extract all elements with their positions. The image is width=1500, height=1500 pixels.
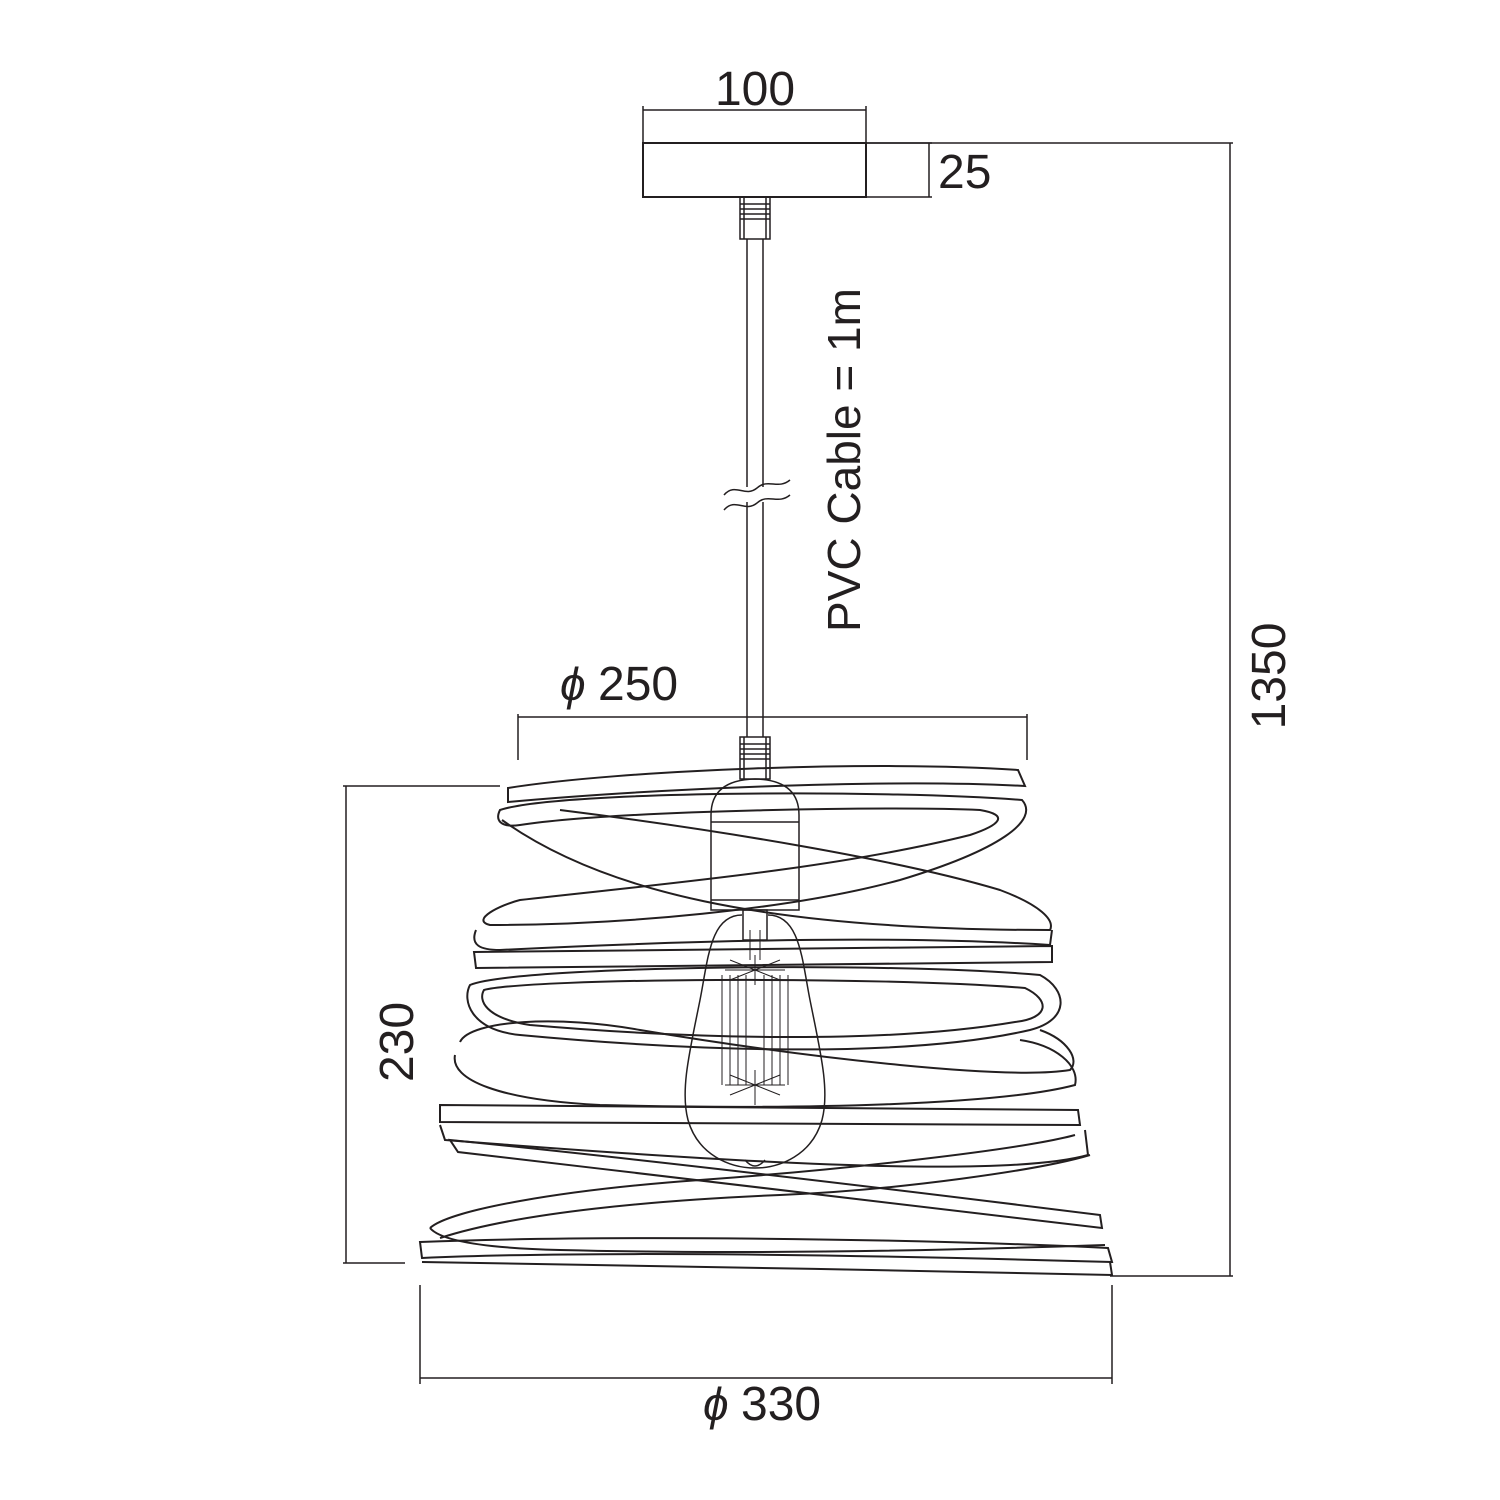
canopy-height-label: 25 (938, 146, 991, 199)
shade-height-dimension (343, 785, 500, 1264)
shade-height-label: 230 (371, 1002, 424, 1082)
bulb-filament (721, 930, 789, 1105)
cable-grip-bottom (739, 736, 771, 780)
bottom-diameter-symbol: ϕ (703, 1378, 729, 1430)
bottom-diameter-dimension (419, 1285, 1113, 1384)
total-height-dimension (866, 142, 1233, 1277)
canopy-width-label: 100 (715, 63, 795, 116)
top-diameter-label: 250 (598, 658, 678, 711)
canopy-height-dimension (866, 142, 932, 198)
bottom-diameter-label: 330 (741, 1378, 821, 1431)
top-diameter-symbol: ϕ (560, 658, 586, 710)
cable-break-symbol (723, 479, 791, 511)
top-diameter-dimension (517, 714, 1028, 760)
cable-grip-top (739, 196, 771, 240)
pvc-cable (746, 239, 764, 737)
ceiling-canopy (642, 142, 867, 198)
spiral-ribbon-shade (418, 765, 1114, 1277)
total-height-label: 1350 (1243, 623, 1296, 730)
cable-label: PVC Cable = 1m (818, 288, 870, 632)
canopy-width-dimension (642, 106, 867, 143)
